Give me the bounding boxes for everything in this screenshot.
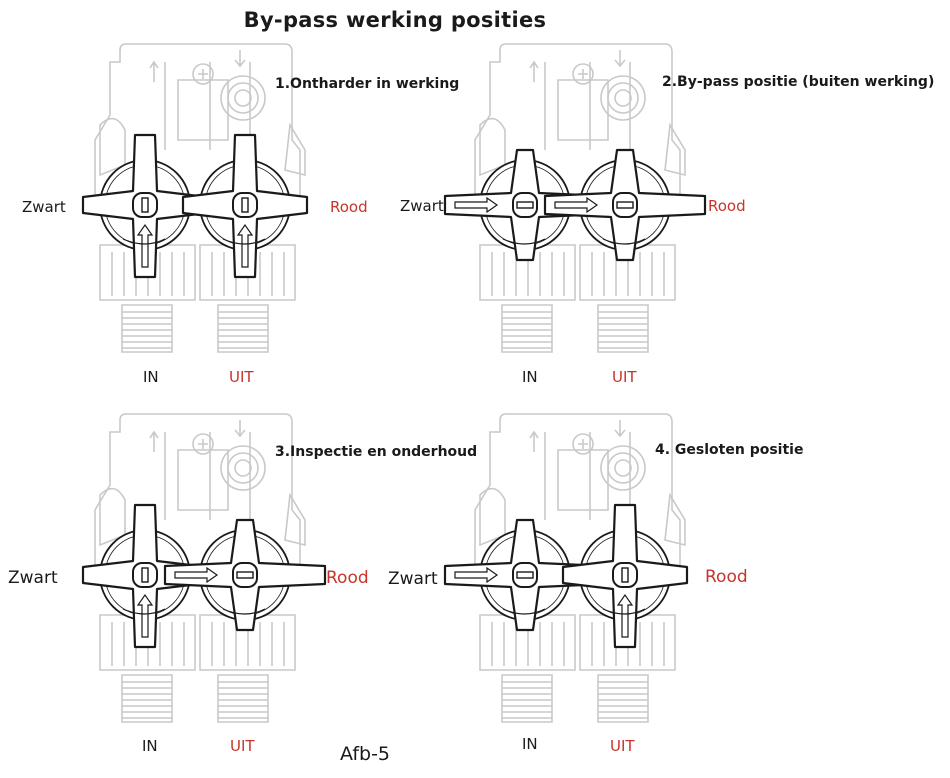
panel-title: 2.By-pass positie (buiten werking) — [662, 74, 934, 90]
zwart-label: Zwart — [400, 197, 444, 215]
rood-label: Rood — [705, 567, 748, 587]
in-label: IN — [142, 737, 158, 755]
panel-gesloten-positie: 4. Gesloten positie Zwart Rood IN UIT — [380, 370, 855, 740]
zwart-label: Zwart — [388, 569, 438, 589]
rood-valve-knob — [183, 135, 307, 277]
rood-label: Rood — [330, 198, 368, 216]
zwart-label: Zwart — [22, 198, 66, 216]
panel-by-pass-positie: 2.By-pass positie (buiten werking) Zwart… — [380, 0, 855, 370]
rood-valve-knob — [545, 150, 705, 260]
rood-label: Rood — [708, 197, 746, 215]
uit-label: UIT — [230, 737, 255, 755]
panel-title: 4. Gesloten positie — [655, 442, 803, 458]
rood-valve-knob — [165, 520, 325, 630]
figure-caption: Afb-5 — [340, 743, 390, 765]
zwart-label: Zwart — [8, 568, 58, 588]
rood-valve-knob — [563, 505, 687, 647]
valve-drawing — [380, 0, 855, 370]
valve-drawing — [380, 370, 855, 740]
in-label: IN — [522, 735, 538, 753]
uit-label: UIT — [610, 737, 635, 755]
rood-label: Rood — [326, 568, 369, 588]
